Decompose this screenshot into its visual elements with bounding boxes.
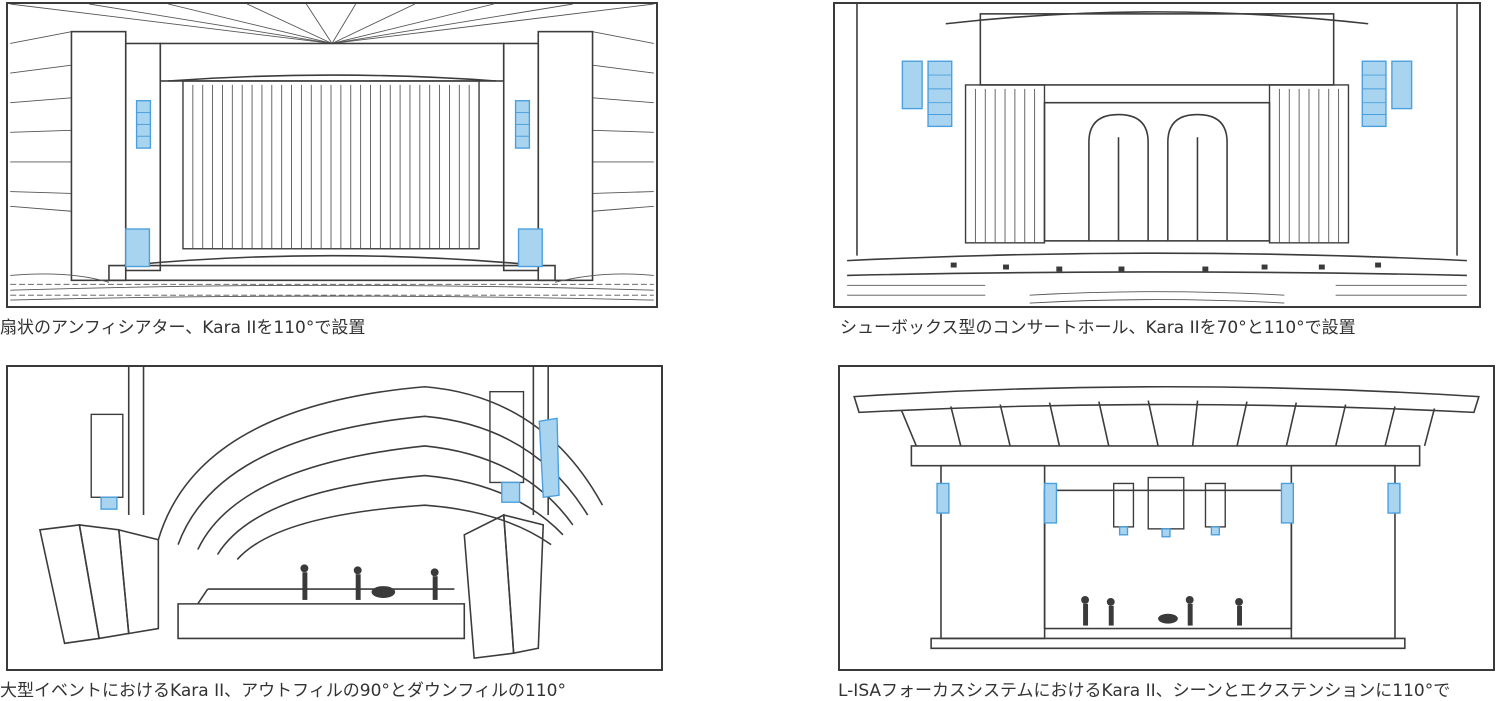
- ceiling-rays: [10, 4, 654, 44]
- speaker-right-ground: [517, 228, 543, 268]
- proscenium-frame: [979, 13, 1335, 86]
- panel-fan-amphitheater: [6, 2, 658, 308]
- stage-edge: [108, 264, 556, 282]
- caption-shoebox-hall: シューボックス型のコンサートホール、Kara IIを70°と110°で設置: [840, 318, 1356, 338]
- stage-set: [1043, 101, 1271, 242]
- roof-canopy: [853, 385, 1480, 414]
- stage: [177, 603, 466, 640]
- l-isa-focus-illustration: [853, 385, 1480, 650]
- left-pillar: [70, 30, 127, 282]
- left-fan-panels: [38, 523, 160, 645]
- center-scene-arrays: [1113, 476, 1226, 538]
- speaker-right-inner: [1280, 482, 1295, 524]
- audience-seats: [847, 284, 1467, 304]
- right-pillar: [537, 30, 594, 282]
- right-fan-panels: [463, 513, 545, 660]
- speaker-array-right-upper: [514, 100, 531, 149]
- right-wall: [1290, 464, 1396, 640]
- speaker-array-left: [901, 60, 953, 128]
- right-wall-slats: [592, 31, 654, 212]
- speaker-array-right: [1361, 60, 1413, 128]
- caption-fan-amphitheater: 扇状のアンフィシアター、Kara IIを110°で設置: [0, 318, 366, 338]
- panel-large-event: [6, 365, 663, 671]
- curtain: [182, 80, 480, 250]
- left-wall: [940, 464, 1046, 640]
- audience-seats: [10, 273, 654, 301]
- performers: [300, 564, 439, 600]
- shell-arches: [157, 385, 604, 560]
- ceiling-arch: [945, 11, 1369, 25]
- performers: [1081, 595, 1243, 626]
- speaker-right-outer: [1387, 482, 1401, 514]
- caption-l-isa-focus: L-ISAフォーカスシステムにおけるKara II、シーンとエクステンションに1…: [838, 681, 1451, 701]
- curtain-left: [964, 84, 1046, 244]
- roof-truss: [900, 400, 1436, 447]
- panel-l-isa-focus: [838, 365, 1495, 671]
- stage: [930, 637, 1406, 650]
- lighting-grid: [910, 445, 1421, 467]
- speaker-left-inner: [1043, 482, 1058, 524]
- large-event-illustration: [38, 367, 604, 660]
- left-wall-slats: [10, 31, 72, 212]
- speaker-array-left-upper: [135, 100, 152, 149]
- shoebox-hall-illustration: [847, 4, 1467, 304]
- stage-edge: [847, 252, 1467, 262]
- fan-amphitheater-illustration: [10, 4, 654, 301]
- stage-opening: [1043, 489, 1293, 630]
- panel-shoebox-hall: [833, 2, 1481, 308]
- speaker-left-ground: [125, 228, 151, 268]
- speaker-left-outer: [936, 482, 950, 514]
- stage-fill-speakers: [950, 262, 1382, 272]
- speaker-array-right: [489, 390, 560, 503]
- speaker-array-left: [90, 413, 124, 510]
- caption-large-event: 大型イベントにおけるKara II、アウトフィルの90°とダウンフィルの110°: [0, 681, 566, 701]
- curtain-right: [1268, 84, 1350, 244]
